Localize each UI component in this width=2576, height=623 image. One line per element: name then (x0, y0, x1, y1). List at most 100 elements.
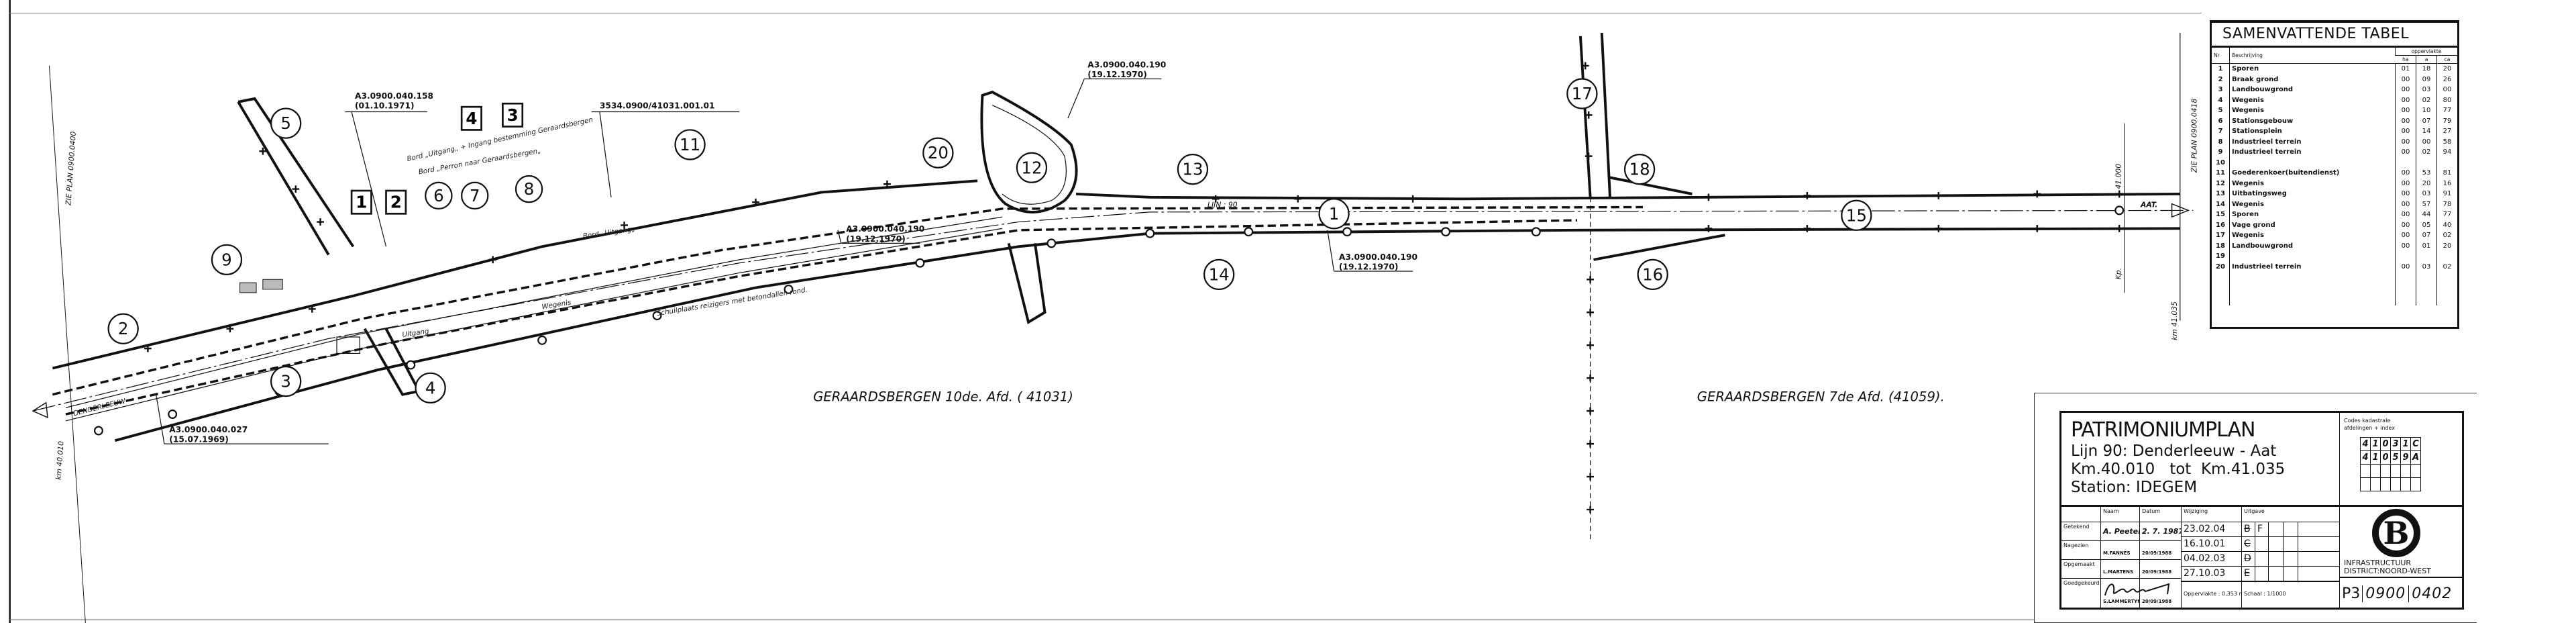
code-cell (2390, 477, 2401, 491)
note-km-right: km 41.035 (2170, 301, 2179, 340)
parcel-label-12: 12 (1016, 152, 1048, 183)
survey-point-icon (1342, 227, 1352, 237)
boundary-cross-marker (1935, 224, 1943, 232)
parcel-label-14: 14 (1203, 258, 1235, 291)
row-ha: 00 (2395, 105, 2416, 116)
col-nr: Nr (2212, 48, 2230, 64)
row-ca: 26 (2436, 74, 2457, 85)
svg-text:5: 5 (280, 113, 291, 133)
row-nr: 15 (2216, 211, 2225, 218)
revision-empty (2268, 522, 2283, 536)
annotation-a190-date-3: (19.12.1970) (1339, 262, 1399, 272)
code-cell (2360, 464, 2371, 478)
col-area: oppervlakte (2395, 48, 2457, 56)
revision-letter: C (2241, 536, 2255, 551)
row-nr: 12 (2216, 179, 2225, 187)
col-description: Beschrijving (2229, 48, 2396, 64)
code-cell (2410, 464, 2421, 478)
boundary-cross-marker (1705, 193, 1713, 201)
upper-boundary (52, 179, 978, 370)
row-nr: 17 (2216, 232, 2225, 239)
row-a (2416, 251, 2437, 262)
summary-table-title: SAMENVATTENDE TABEL (2212, 23, 2457, 48)
boundary-cross-marker (1581, 62, 1589, 70)
org-name: INFRASTRUCTUUR (2344, 559, 2412, 567)
upper-boundary-east (1075, 192, 2180, 201)
boundary-cross-marker (1935, 191, 1943, 199)
revision-empty (2298, 536, 2339, 551)
boundary-cross-marker (752, 198, 759, 206)
row-ha: 01 (2395, 63, 2416, 75)
revision-empty (2298, 522, 2339, 536)
row-description: Industrieel terrein (2229, 147, 2396, 158)
survey-point-icon (406, 360, 416, 370)
code-cell: A (2410, 450, 2421, 465)
summary-table: SAMENVATTENDE TABEL Nr Beschrijving oppe… (2210, 20, 2459, 329)
revision-empty (2283, 566, 2298, 581)
road-18 (1609, 176, 1693, 195)
empty-cell (2395, 272, 2416, 305)
row-nr: 5 (2218, 107, 2223, 114)
survey-point-icon (1441, 227, 1451, 237)
empty-cell (2436, 272, 2457, 305)
revision-empty (2283, 551, 2298, 566)
survey-point-icon (168, 410, 178, 420)
code-cell (2410, 477, 2421, 491)
row-ca: 81 (2436, 168, 2457, 179)
row-ha: 00 (2395, 136, 2416, 147)
survey-point-icon (1046, 238, 1057, 248)
code-cell (2400, 477, 2411, 491)
road-17-east (1600, 32, 1611, 197)
signature (2104, 583, 2170, 596)
parcel-label-9: 9 (211, 244, 243, 276)
parcel-label-17: 17 (1566, 78, 1598, 109)
row-ha: 00 (2395, 168, 2416, 179)
plan-title: PATRIMONIUMPLAN (2071, 418, 2255, 442)
code-cell: 0 (2380, 437, 2391, 451)
row-ca: 20 (2436, 63, 2457, 75)
note-bord-uitgang-2: Bord „Uitgang„ (582, 225, 635, 240)
plan-station: Station: IDEGEM (2071, 479, 2198, 496)
row-a: 20 (2416, 178, 2437, 189)
code-cell (2370, 464, 2381, 478)
row-ha: 00 (2395, 178, 2416, 189)
afdeling-10-label: GERAARDSBERGEN 10de. Afd. ( 41031) (813, 389, 1073, 404)
row-ha: 00 (2395, 115, 2416, 126)
boundary-cross-marker (1705, 224, 1713, 232)
boundary-cross-marker (883, 180, 891, 188)
code-cell (2390, 464, 2401, 478)
parcel-label-6: 6 (425, 181, 453, 210)
boundary-cross-marker (2115, 224, 2123, 232)
boundary-cross-marker (1587, 341, 1594, 349)
leader-lines (156, 78, 1413, 444)
note-kp: Kp. (2114, 268, 2123, 279)
row-description: Landbouwgrond (2229, 85, 2396, 95)
row-description: Industrieel terrein (2229, 136, 2396, 147)
row-a: 57 (2416, 199, 2437, 209)
signoff-name: M.FANNES (2100, 540, 2139, 559)
boundary-cross-marker (2033, 224, 2041, 232)
row-description: Braak grond (2229, 74, 2396, 85)
row-ha: 00 (2395, 240, 2416, 251)
parcel-label-5: 5 (270, 107, 302, 139)
svg-text:20: 20 (928, 143, 949, 162)
row-nr: 13 (2216, 190, 2225, 197)
boundary-cross-marker (1409, 195, 1417, 203)
code-cell: 4 (2360, 450, 2371, 465)
note-km-left: km 40.010 (54, 440, 66, 480)
svg-text:7: 7 (470, 186, 480, 205)
svg-text:1: 1 (356, 193, 367, 212)
parcel-label-3: 3 (270, 365, 302, 397)
road-16 (1593, 234, 1725, 261)
svg-text:8: 8 (524, 179, 535, 199)
summary-row: 19 (2212, 251, 2457, 262)
boundary-cross-marker (1294, 195, 1302, 203)
svg-text:4: 4 (425, 378, 436, 397)
annotation-a190-ref-3: A3.0900.040.190 (1339, 252, 1417, 262)
summary-row-empty (2212, 272, 2457, 305)
annotation-a027-date: (15.07.1969) (169, 435, 229, 444)
col-wijziging: Wijziging (2181, 507, 2241, 522)
row-nr: 6 (2218, 117, 2223, 125)
